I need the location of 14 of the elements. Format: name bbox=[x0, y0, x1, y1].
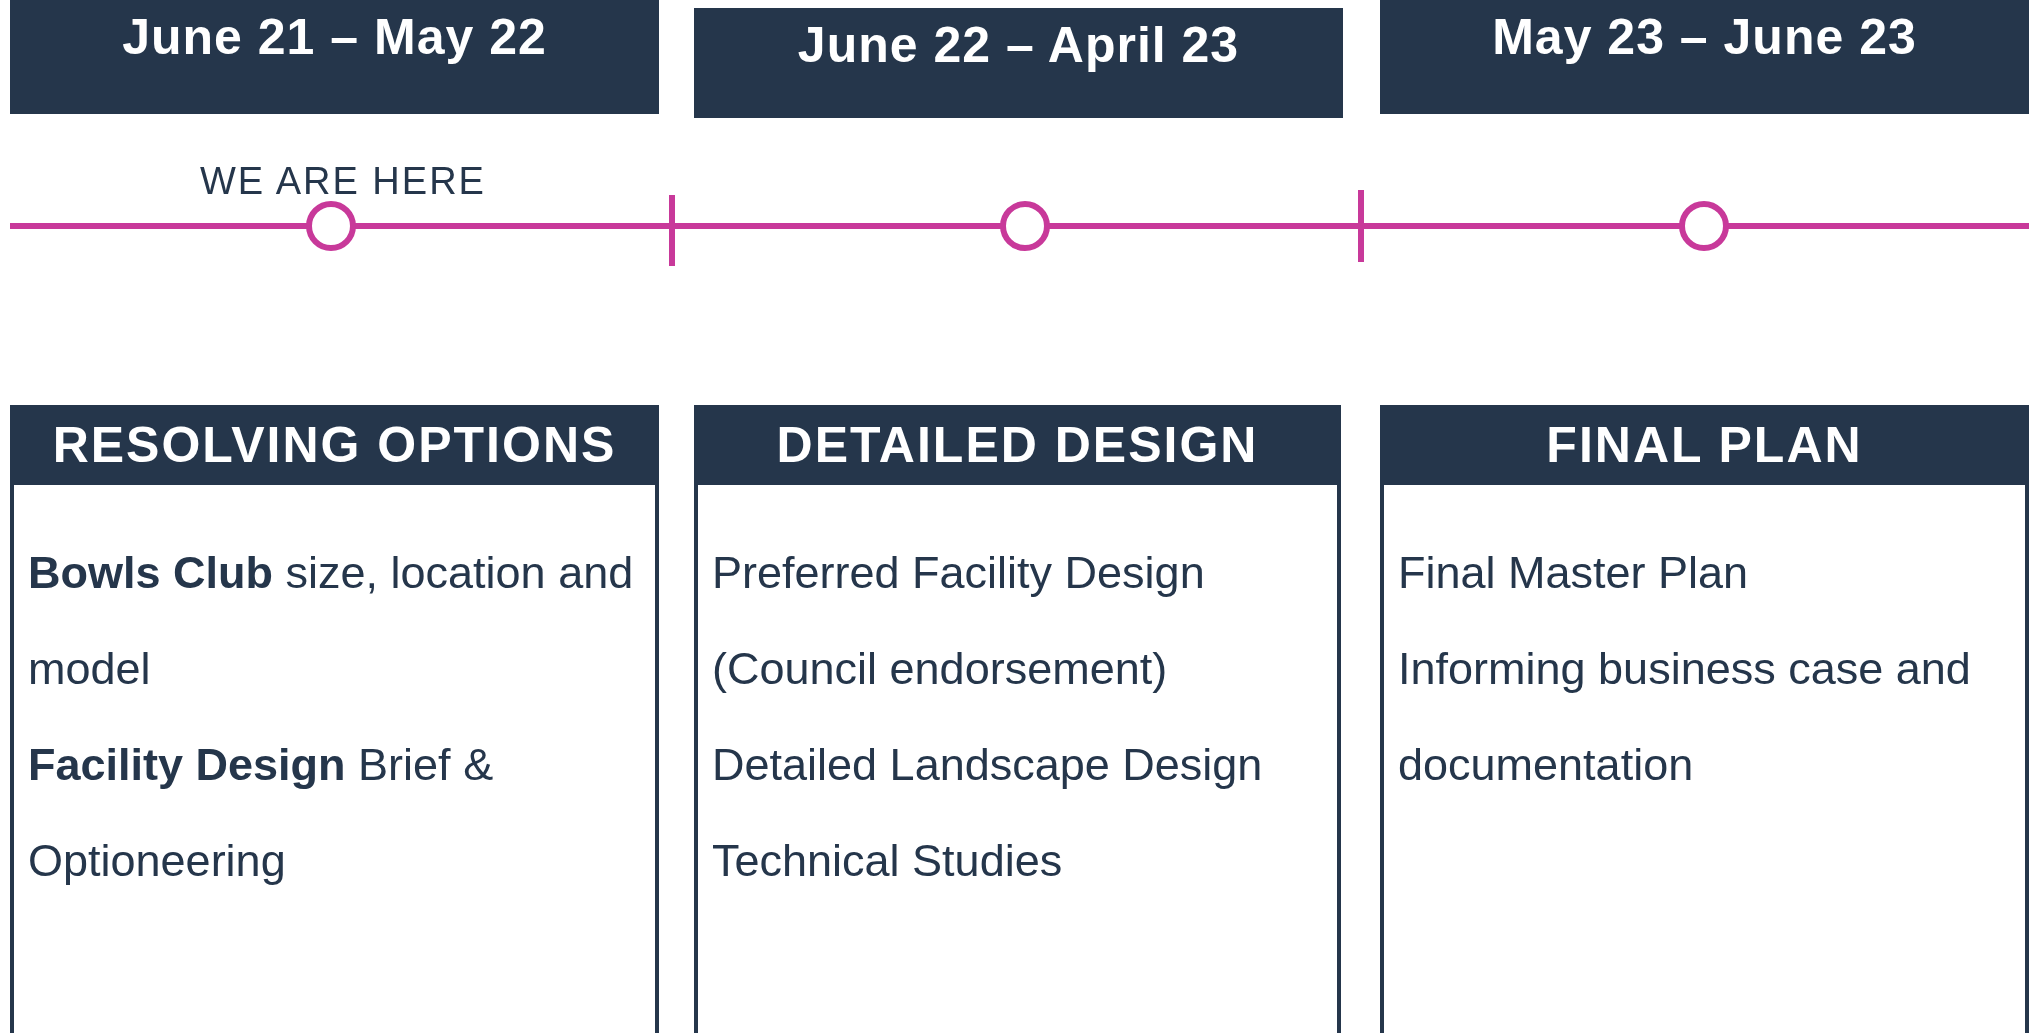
list-item: Facility Design Brief & Optioneering bbox=[28, 738, 495, 888]
phase-card bbox=[10, 405, 659, 1033]
list-item: Bowls Club size, location and model bbox=[28, 546, 635, 696]
phase-card bbox=[1380, 405, 2029, 1033]
list-item: Detailed Landscape Design bbox=[712, 738, 1264, 792]
list-item: Technical Studies bbox=[712, 834, 1064, 888]
date-banner: June 21 – May 22 bbox=[10, 0, 659, 114]
date-banner: May 23 – June 23 bbox=[1380, 0, 2029, 114]
date-banner: June 22 – April 23 bbox=[694, 8, 1343, 118]
list-item: Final Master Plan bbox=[1398, 546, 1750, 600]
list-item: Preferred Facility Design (Council endorsement) bbox=[712, 546, 1206, 696]
list-item: Informing business case and documentation bbox=[1398, 642, 1972, 792]
timeline-marker-label: WE ARE HERE bbox=[200, 160, 486, 203]
phase-card bbox=[694, 405, 1341, 1033]
